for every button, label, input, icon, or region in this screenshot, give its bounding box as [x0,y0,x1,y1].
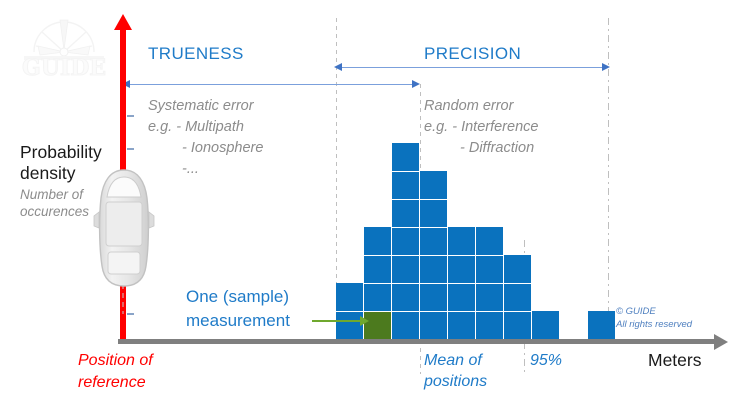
y-axis-tick [127,148,134,150]
histogram-bar [532,311,560,339]
systematic-error-note-line1: Systematic error [148,98,254,114]
histogram-cell [476,255,504,283]
trueness-span-line [128,84,416,85]
guide-logo-watermark: GUIDE [14,6,114,78]
systematic-error-note-line4: -... [182,161,199,177]
svg-text:GUIDE: GUIDE [22,55,106,78]
ci-95-label: 95% [530,352,563,369]
trueness-arrow-right-icon [412,80,420,88]
histogram-cell [392,171,420,199]
precision-span-line [340,67,604,68]
sample-pointer-arrow-icon [360,316,369,326]
histogram-cell [392,311,420,339]
histogram-cell [364,227,392,255]
trueness-arrow-left-icon [122,80,130,88]
histogram-cell [476,283,504,311]
histogram-cell [392,227,420,255]
sample-measurement-label-line1: One (sample) [186,287,289,306]
guide-line-histogram-start [336,18,337,338]
histogram-bar [336,283,364,339]
precision-arrow-right-icon [602,63,610,71]
sample-measurement-label-line2: measurement [186,311,290,330]
histogram-cell [392,199,420,227]
vehicle-icon [88,168,160,288]
histogram-cell [532,311,560,339]
x-axis-label: Meters [648,350,702,370]
histogram-cell [420,283,448,311]
guide-line-precision-end [608,18,609,340]
trueness-caption: TRUENESS [148,44,244,63]
histogram-cell [504,255,532,283]
position-of-reference-label-line2: reference [78,374,146,391]
histogram-cell [420,227,448,255]
random-error-note-line2: e.g. - Interference [424,119,539,135]
random-error-note-line3: - Diffraction [460,140,535,156]
y-axis-label-line2: density [20,163,76,183]
sample-pointer-line [312,320,362,322]
histogram-bar [420,171,448,339]
histogram-cell [420,199,448,227]
random-error-note-line1: Random error [424,98,514,114]
x-axis-arrow-icon [714,334,728,350]
histogram-cell [392,255,420,283]
y-axis-tick [127,115,134,117]
mean-of-positions-label-line2: positions [424,373,488,390]
y-axis-tick [127,313,134,315]
precision-arrow-left-icon [334,63,342,71]
histogram-bar [476,227,504,339]
position-of-reference-label-line1: Position of [78,352,153,369]
histogram-bar [588,311,616,339]
histogram-cell [504,311,532,339]
histogram-cell [448,255,476,283]
y-axis-sublabel-line2: occurences [20,204,90,219]
y-axis-label-line1: Probability [20,142,102,162]
mean-of-positions-label-line1: Mean of [424,352,482,369]
y-axis-sublabel-line1: Number of [20,187,84,202]
histogram-cell [364,283,392,311]
precision-caption: PRECISION [424,44,522,63]
histogram-cell [448,311,476,339]
histogram-cell [504,283,532,311]
histogram-bar [448,227,476,339]
systematic-error-note-line2: e.g. - Multipath [148,119,244,135]
histogram-cell [420,255,448,283]
histogram-cell [448,283,476,311]
histogram-bar [504,255,532,339]
systematic-error-note-line3: - Ionosphere [182,140,264,156]
histogram-cell [476,227,504,255]
histogram-cell [364,255,392,283]
copyright-line1: © GUIDE [616,306,656,317]
y-axis-arrow-icon [114,14,132,30]
histogram-cell [336,283,364,311]
histogram-cell [420,311,448,339]
histogram-cell [392,283,420,311]
histogram-cell [588,311,616,339]
copyright-line2: All rights reserved [616,319,693,330]
histogram-bar [392,143,420,339]
histogram-cell [448,227,476,255]
histogram-cell [392,143,420,171]
histogram-cell [476,311,504,339]
x-axis [118,339,718,344]
histogram-cell [420,171,448,199]
